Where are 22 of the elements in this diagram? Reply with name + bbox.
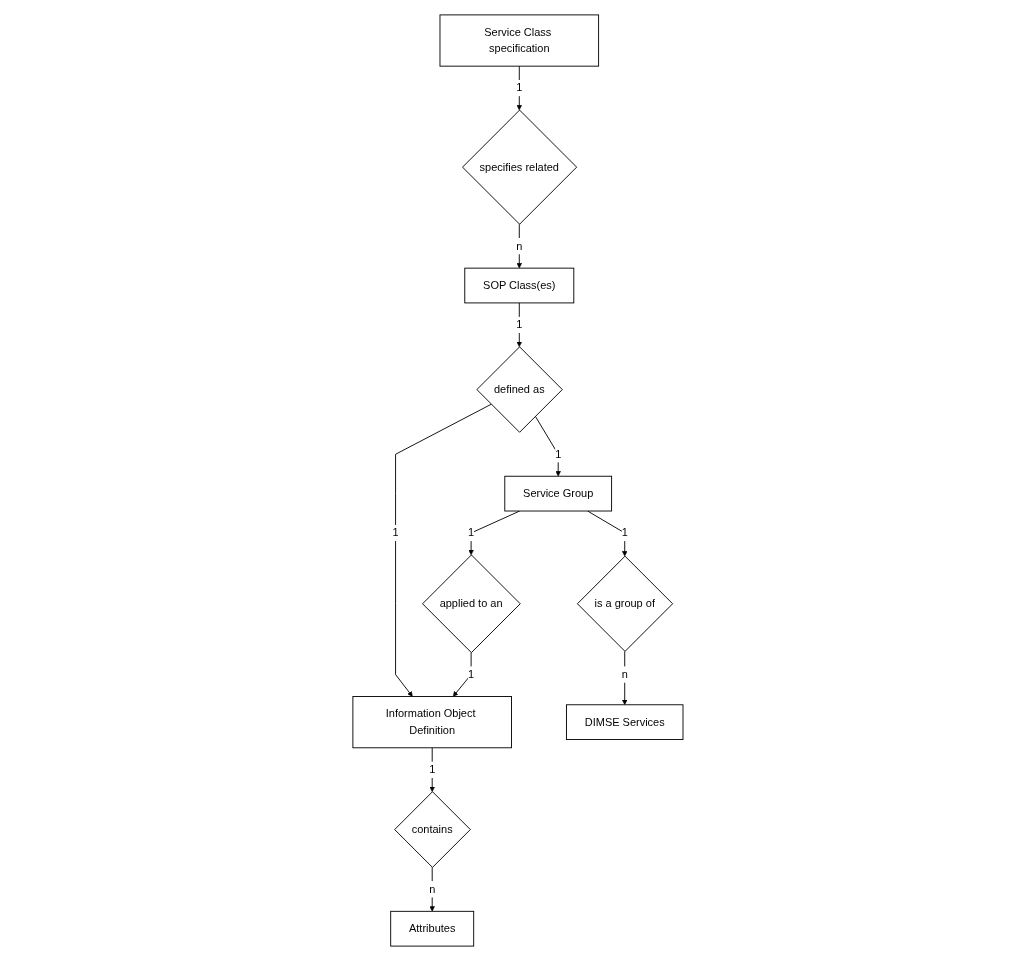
node-box: Service Class specification — [439, 14, 600, 67]
node-box: Information Object Definition — [352, 696, 513, 749]
edge-label: 1 — [468, 668, 475, 681]
edge-label: 1 — [516, 318, 523, 331]
edge-label: 1 — [621, 526, 628, 539]
node-diamond: contains — [394, 791, 471, 868]
edge-label: n — [516, 239, 523, 252]
node-box: Attributes — [390, 910, 475, 947]
node-diamond: applied to an — [422, 554, 521, 654]
node-diamond: specifies related — [462, 109, 578, 225]
node-box: SOP Class(es) — [464, 267, 575, 304]
edge-label: n — [429, 882, 436, 896]
node-diamond: defined as — [476, 346, 563, 433]
edge-label: 1 — [429, 763, 436, 776]
node-box: DIMSE Services — [566, 704, 684, 740]
edge-label: 1 — [468, 526, 475, 539]
edge-label: 1 — [555, 447, 562, 461]
edge-label: 1 — [516, 81, 523, 94]
edge-label: 1 — [392, 526, 399, 539]
node-diamond: is a group of — [577, 555, 674, 652]
node-box: Service Group — [504, 475, 613, 512]
edge-label: n — [621, 668, 628, 681]
